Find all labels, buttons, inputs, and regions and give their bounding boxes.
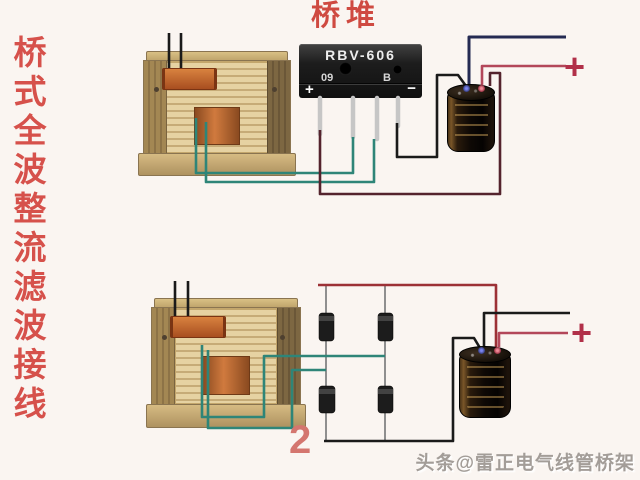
page-title-vertical: 桥 式 全 波 整 流 滤 波 接 线 bbox=[12, 36, 48, 420]
capacitor-positive-terminal bbox=[494, 347, 501, 354]
bridge-mounting-hole bbox=[393, 65, 402, 74]
capacitor-positive-terminal bbox=[478, 85, 485, 92]
output-plus-symbol-bottom: + bbox=[571, 312, 593, 353]
electrolytic-capacitor-bottom bbox=[459, 346, 511, 418]
wire-dc-positive-rail bbox=[318, 283, 498, 348]
transformer-mounting-base bbox=[138, 153, 296, 176]
title-char: 整 bbox=[13, 190, 47, 227]
transformer-terminal-block bbox=[161, 68, 218, 90]
transformer-bottom bbox=[146, 282, 306, 428]
bridge-plus-mark: + bbox=[305, 81, 314, 98]
title-char: 式 bbox=[13, 73, 47, 110]
diode-bottom-right bbox=[377, 385, 394, 414]
wire-output-negative-top bbox=[467, 35, 566, 85]
title-char: 桥 bbox=[13, 34, 47, 71]
electrolytic-capacitor-top bbox=[447, 84, 495, 152]
diode-band bbox=[378, 389, 393, 394]
capacitor-negative-terminal bbox=[478, 347, 485, 354]
diode-bottom-left bbox=[318, 385, 336, 414]
transformer-top bbox=[138, 36, 296, 176]
title-char: 波 bbox=[13, 151, 47, 188]
transformer-lamination-left bbox=[151, 307, 176, 406]
transformer-screws bbox=[153, 86, 159, 92]
transformer-screws bbox=[162, 335, 168, 341]
transformer-terminal-block bbox=[170, 315, 227, 339]
diode-top-left bbox=[318, 312, 335, 342]
title-char: 接 bbox=[13, 346, 47, 383]
bridge-mounting-hole bbox=[339, 62, 352, 75]
diode-band bbox=[319, 389, 335, 394]
bridge-rectifier-rbv606: RBV-606 09 B + − bbox=[299, 44, 422, 98]
wire-output-negative-bottom bbox=[482, 311, 570, 346]
watermark-text: 头条@雷正电气线管桥架 bbox=[415, 453, 635, 474]
wire-dc-negative-rail bbox=[324, 336, 482, 443]
diode-band bbox=[378, 316, 393, 321]
figure-number: 2 bbox=[289, 418, 312, 462]
output-plus-symbol-top: + bbox=[564, 46, 586, 87]
title-char: 线 bbox=[13, 385, 47, 422]
capacitor-top-face bbox=[447, 84, 495, 101]
transformer-lamination-right bbox=[267, 60, 291, 154]
diode-band bbox=[319, 316, 334, 321]
bridge-seam-line bbox=[299, 83, 422, 85]
title-char: 全 bbox=[13, 112, 47, 149]
title-char: 波 bbox=[13, 307, 47, 344]
capacitor-print bbox=[455, 101, 488, 143]
capacitor-negative-terminal bbox=[463, 85, 470, 92]
wire-output-positive-top bbox=[480, 64, 566, 85]
diode-top-right bbox=[377, 312, 394, 342]
transformer-lamination-left bbox=[143, 60, 167, 154]
wire-output-positive-bottom bbox=[497, 331, 568, 347]
title-char: 滤 bbox=[13, 268, 47, 305]
bridge-rectifier-label: 桥堆 bbox=[311, 0, 382, 32]
capacitor-top-face bbox=[459, 346, 511, 363]
title-char: 流 bbox=[13, 229, 47, 266]
transformer-mounting-base bbox=[146, 404, 306, 428]
transformer-winding bbox=[193, 107, 241, 145]
bridge-model-text: RBV-606 bbox=[325, 47, 396, 63]
transformer-lamination-right bbox=[276, 307, 301, 406]
bridge-minus-mark: − bbox=[407, 80, 416, 97]
capacitor-print bbox=[467, 363, 504, 409]
transformer-winding bbox=[202, 356, 250, 396]
